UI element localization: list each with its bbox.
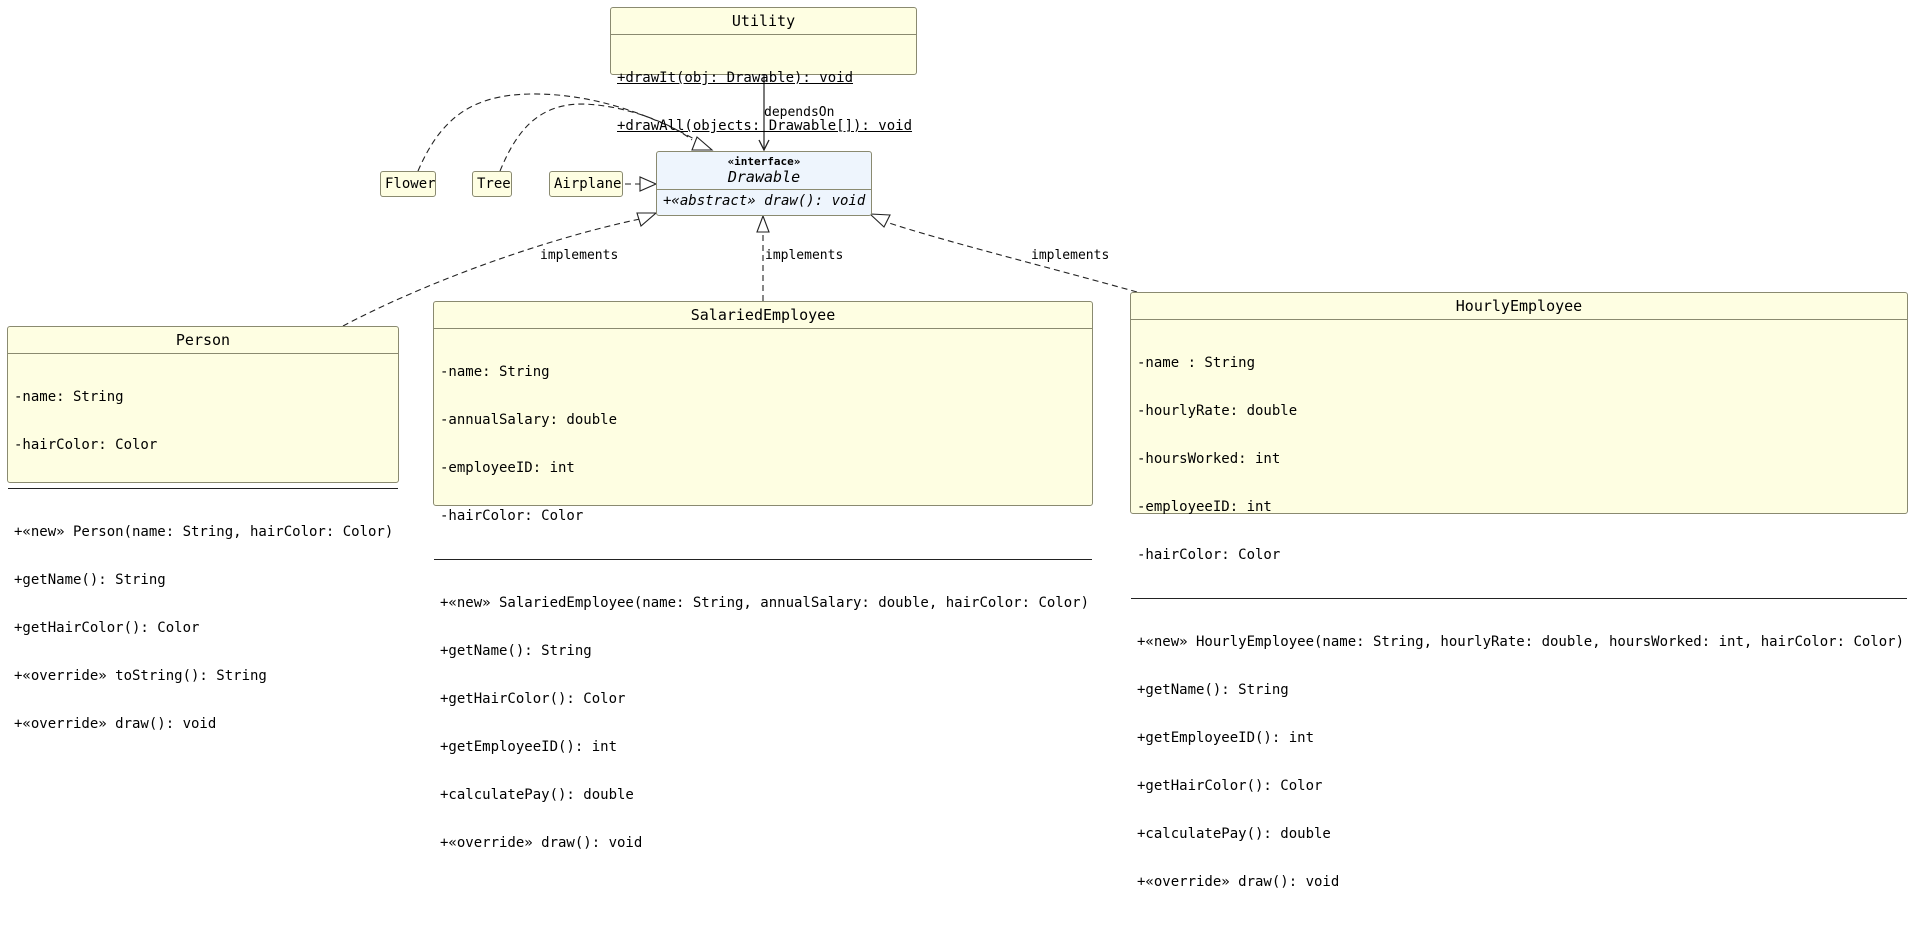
method: +getName(): String xyxy=(440,643,592,659)
methods-section: +drawIt(obj: Drawable): void +drawAll(ob… xyxy=(611,34,916,169)
field: -hairColor: Color xyxy=(440,508,584,524)
implements-label-salaried: implements xyxy=(765,248,844,263)
method: +«new» HourlyEmployee(name: String, hour… xyxy=(1137,634,1905,650)
method: +calculatePay(): double xyxy=(1137,826,1331,842)
method: +«override» toString(): String xyxy=(14,668,267,684)
methods-section: +«new» HourlyEmployee(name: String, hour… xyxy=(1131,598,1907,925)
method: +getHairColor(): Color xyxy=(14,620,200,636)
field: -hoursWorked: int xyxy=(1137,451,1281,467)
method: +drawIt(obj: Drawable): void xyxy=(617,70,854,86)
stereotype-label: «interface» xyxy=(727,155,801,168)
class-tree[interactable]: Tree xyxy=(472,171,512,197)
edge-salaried-realizes xyxy=(756,214,770,301)
edge-hourly-realizes xyxy=(868,213,1138,293)
edge-flower-realizes xyxy=(417,93,714,172)
field: -hairColor: Color xyxy=(1137,547,1281,563)
interface-drawable[interactable]: «interface» Drawable +«abstract» draw():… xyxy=(656,151,872,216)
implements-label-person: implements xyxy=(540,248,619,263)
method: +calculatePay(): double xyxy=(440,787,634,803)
method: +«override» draw(): void xyxy=(14,716,217,732)
class-salaried-employee[interactable]: SalariedEmployee -name: String -annualSa… xyxy=(433,301,1093,851)
method: +«new» Person(name: String, hairColor: C… xyxy=(14,524,394,540)
class-flower[interactable]: Flower xyxy=(380,171,436,197)
implements-label-hourly: implements xyxy=(1031,248,1110,263)
class-title: Person xyxy=(175,331,231,349)
methods-section: +«new» SalariedEmployee(name: String, an… xyxy=(434,559,1092,886)
relationship-edges xyxy=(342,75,1138,327)
fields-section: -name : String -hourlyRate: double -hour… xyxy=(1131,319,1907,598)
class-title: HourlyEmployee xyxy=(1455,297,1583,315)
field: -annualSalary: double xyxy=(440,412,618,428)
method: +«abstract» draw(): void xyxy=(657,189,871,212)
field: -name: String xyxy=(14,389,124,405)
class-person[interactable]: Person -name: String -hairColor: Color +… xyxy=(7,326,399,732)
method: +getHairColor(): Color xyxy=(1137,778,1323,794)
method: +getHairColor(): Color xyxy=(440,691,626,707)
field: -hourlyRate: double xyxy=(1137,403,1298,419)
methods-section: +«new» Person(name: String, hairColor: C… xyxy=(8,488,398,767)
edge-airplane-realizes xyxy=(625,176,658,192)
method: +getEmployeeID(): int xyxy=(440,739,618,755)
field: -hairColor: Color xyxy=(14,437,158,453)
method: +getEmployeeID(): int xyxy=(1137,730,1315,746)
method: +«new» SalariedEmployee(name: String, an… xyxy=(440,595,1090,611)
fields-section: -name: String -annualSalary: double -emp… xyxy=(434,328,1092,559)
edge-tree-realizes xyxy=(499,103,693,172)
method: +getName(): String xyxy=(1137,682,1289,698)
field: -employeeID: int xyxy=(1137,499,1272,515)
class-title: Utility xyxy=(731,12,796,30)
method: +«override» draw(): void xyxy=(1137,874,1340,890)
field: -name : String xyxy=(1137,355,1256,371)
depends-on-label: dependsOn xyxy=(764,105,835,120)
class-utility[interactable]: Utility +drawIt(obj: Drawable): void +dr… xyxy=(610,7,917,134)
class-title: SalariedEmployee xyxy=(690,306,836,324)
field: -name: String xyxy=(440,364,550,380)
edge-person-realizes xyxy=(342,212,658,327)
class-airplane[interactable]: Airplane xyxy=(549,171,623,197)
method: +«override» draw(): void xyxy=(440,835,643,851)
interface-title: Drawable xyxy=(727,168,801,186)
fields-section: -name: String -hairColor: Color xyxy=(8,353,398,488)
class-hourly-employee[interactable]: HourlyEmployee -name : String -hourlyRat… xyxy=(1130,292,1908,890)
method: +drawAll(objects: Drawable[]): void xyxy=(617,118,913,134)
method: +getName(): String xyxy=(14,572,166,588)
field: -employeeID: int xyxy=(440,460,575,476)
